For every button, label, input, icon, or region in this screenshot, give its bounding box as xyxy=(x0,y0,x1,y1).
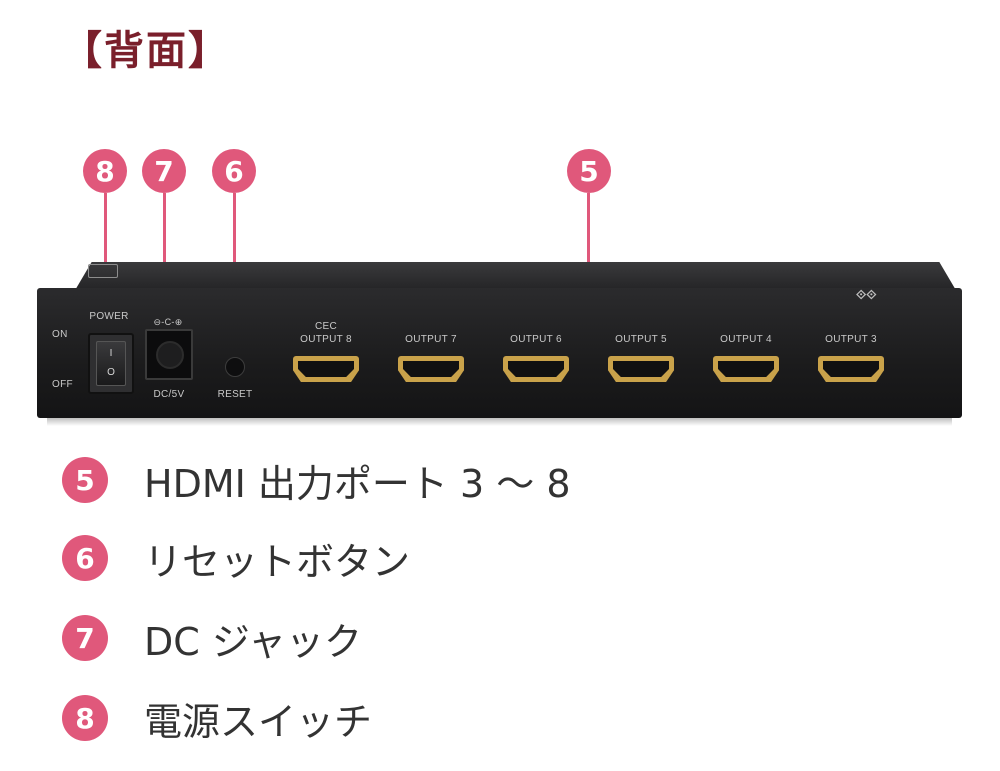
port-label-output-6: OUTPUT 6 xyxy=(510,334,562,345)
cec-label: CEC xyxy=(314,321,337,332)
callout-5: 5 xyxy=(567,149,611,193)
port-label-output-8: OUTPUT 8 xyxy=(300,334,352,345)
legend-text: DC ジャック xyxy=(144,619,362,664)
legend-item-5: 5 HDMI 出力ポート 3 ～ 8 xyxy=(62,456,571,506)
device-shadow xyxy=(47,418,952,426)
legend-badge: 6 xyxy=(62,535,108,581)
power-switch[interactable]: I O xyxy=(88,333,134,394)
page-heading: 【背面】 xyxy=(62,28,230,74)
hdmi-port-output-6[interactable] xyxy=(503,356,569,382)
hdmi-port-output-5[interactable] xyxy=(608,356,674,382)
device-top-panel xyxy=(74,262,957,292)
legend-item-7: 7 DC ジャック xyxy=(62,614,362,664)
port-label-output-5: OUTPUT 5 xyxy=(615,334,667,345)
reset-label: RESET xyxy=(217,389,253,400)
device-top-logo xyxy=(88,264,118,278)
legend-text: HDMI 出力ポート 3 ～ 8 xyxy=(144,461,571,506)
callout-7: 7 xyxy=(142,149,186,193)
hdmi-port-output-8[interactable] xyxy=(293,356,359,382)
dc-jack[interactable] xyxy=(145,329,193,380)
legend-badge: 5 xyxy=(62,457,108,503)
legend-badge: 8 xyxy=(62,695,108,741)
leader-line-6 xyxy=(233,193,236,309)
off-label: OFF xyxy=(52,379,73,390)
callout-8: 8 xyxy=(83,149,127,193)
port-label-output-3: OUTPUT 3 xyxy=(825,334,877,345)
legend-item-8: 8 電源スイッチ xyxy=(62,694,372,744)
legend-text: 電源スイッチ xyxy=(144,699,373,744)
brand-logo: ⟐⟐ xyxy=(856,287,877,302)
hdmi-port-output-7[interactable] xyxy=(398,356,464,382)
on-label: ON xyxy=(52,329,68,340)
dc-polarity-symbol: ⊖-C-⊕ xyxy=(153,317,183,327)
hdmi-port-output-4[interactable] xyxy=(713,356,779,382)
reset-button[interactable] xyxy=(225,357,245,377)
switch-off-mark: O xyxy=(107,367,115,378)
legend-item-6: 6 リセットボタン xyxy=(62,534,410,584)
callout-6: 6 xyxy=(212,149,256,193)
leader-line-5 xyxy=(587,193,590,297)
legend-text: リセットボタン xyxy=(144,539,411,584)
switch-on-mark: I xyxy=(109,348,113,359)
hdmi-port-output-3[interactable] xyxy=(818,356,884,382)
port-label-output-7: OUTPUT 7 xyxy=(405,334,457,345)
dc-label: DC/5V xyxy=(153,389,185,400)
power-label: POWER xyxy=(89,311,129,322)
leader-line-7 xyxy=(163,193,166,313)
power-switch-rocker[interactable]: I O xyxy=(96,341,126,386)
legend-badge: 7 xyxy=(62,615,108,661)
dc-jack-hole xyxy=(156,341,184,369)
port-label-output-4: OUTPUT 4 xyxy=(720,334,772,345)
